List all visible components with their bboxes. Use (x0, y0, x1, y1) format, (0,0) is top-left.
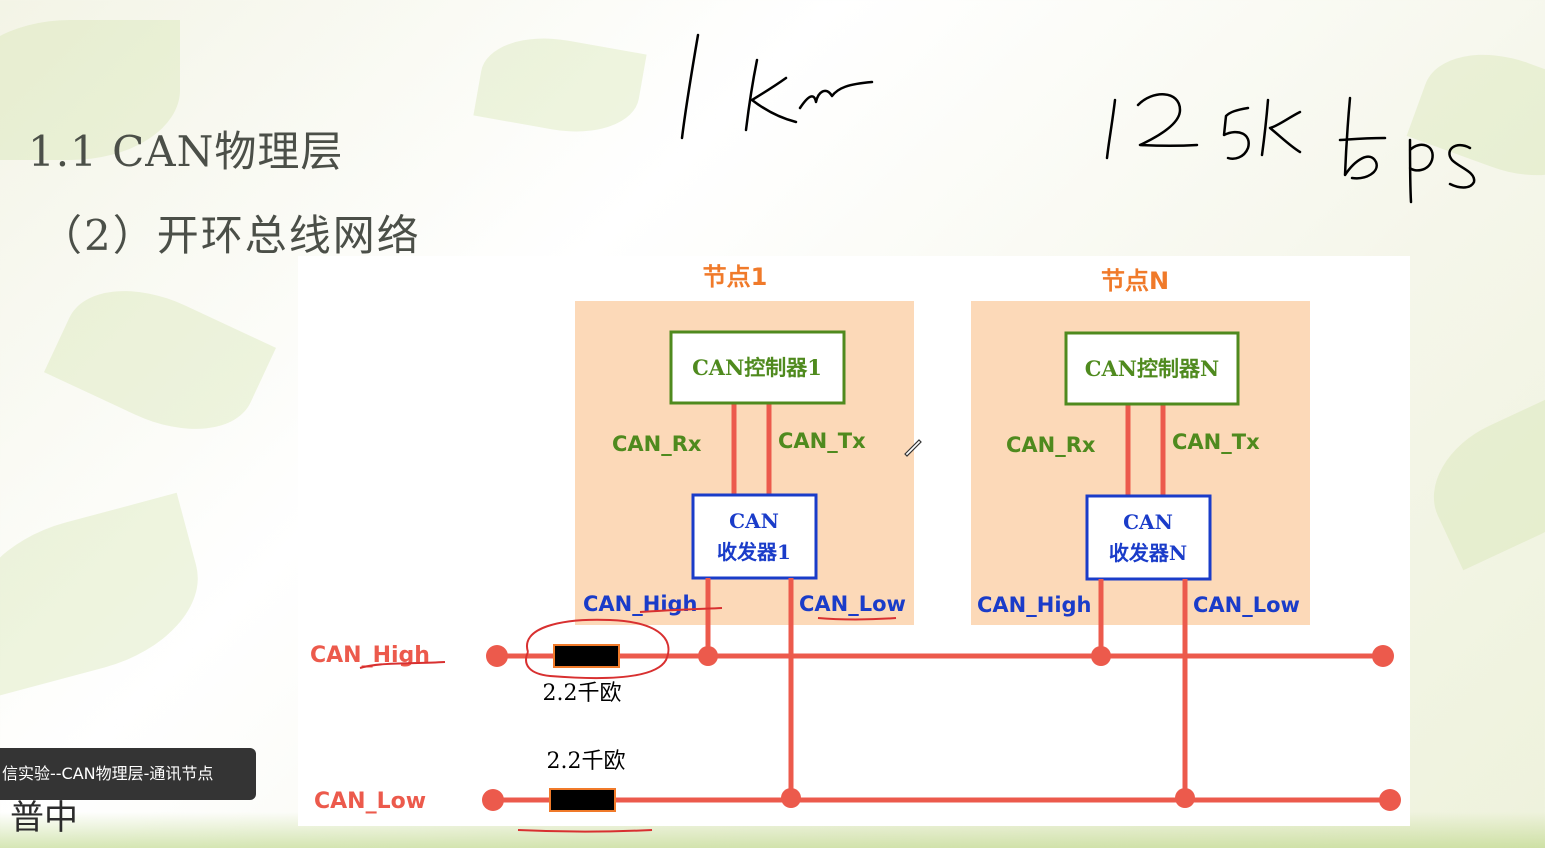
high-bus-endpoint-left (486, 645, 508, 667)
nodeN-controller-box (1064, 331, 1240, 406)
low-resistor (549, 788, 616, 812)
low-resistor-label: 2.2千欧 (547, 749, 626, 774)
nodeN-high-label: CAN_High (977, 593, 1092, 617)
node1-label: 节点1 (703, 263, 768, 291)
node1-high-junction (698, 646, 718, 666)
node1-low-label: CAN_Low (799, 592, 906, 616)
nodeN-transceiver-line2: 收发器N (1109, 541, 1187, 565)
handdrawn-underline-low-resistor (517, 829, 653, 833)
low-bus-endpoint-right (1379, 789, 1401, 811)
node1-transceiver-line1: CAN (729, 509, 779, 533)
nodeN-tx-label: CAN_Tx (1172, 430, 1260, 454)
handdrawn-underline-node1-low (817, 617, 897, 621)
high-bus-endpoint-right (1372, 645, 1394, 667)
bus-low-label: CAN_Low (314, 789, 426, 814)
nodeN-transceiver-line1: CAN (1123, 510, 1173, 534)
handdrawn-underline-bus-high (359, 661, 446, 669)
handdrawn-resistor-circle (525, 618, 670, 680)
node1-transceiver-box (691, 493, 818, 580)
node1-controller-label: CAN控制器1 (692, 355, 822, 380)
slide-title: 1.1 CAN物理层 (28, 127, 344, 176)
partial-bottom-text: 普中 (10, 798, 78, 838)
nodeN-low-junction (1175, 788, 1195, 808)
pen-cursor-icon (904, 439, 922, 457)
bus-high-label: CAN_High (310, 643, 430, 668)
nodeN-transceiver-box (1085, 494, 1212, 581)
nodeN-label: 节点N (1101, 267, 1169, 295)
nodeN-controller-label: CAN控制器N (1085, 356, 1219, 381)
node1-controller-box (669, 330, 846, 405)
background-leaf (0, 20, 180, 160)
node1-low-junction (781, 788, 801, 808)
nodeN-low-label: CAN_Low (1193, 593, 1300, 617)
node1-tx-label: CAN_Tx (778, 429, 866, 453)
node1-transceiver-line2: 收发器1 (717, 540, 791, 564)
low-bus-endpoint-left (482, 789, 504, 811)
slide-subtitle: （2）开环总线网络 (40, 211, 421, 260)
high-resistor (553, 644, 620, 668)
nodeN-high-junction (1091, 646, 1111, 666)
handdrawn-underline-node1-high (639, 607, 723, 613)
nodeN-rx-label: CAN_Rx (1006, 433, 1096, 457)
node1-rx-label: CAN_Rx (612, 432, 702, 456)
video-caption: 信实验--CAN物理层-通讯节点 (0, 748, 256, 800)
handwritten-distance-note (680, 33, 874, 140)
high-resistor-label: 2.2千欧 (543, 681, 622, 706)
handwritten-rate-note (1105, 93, 1476, 204)
